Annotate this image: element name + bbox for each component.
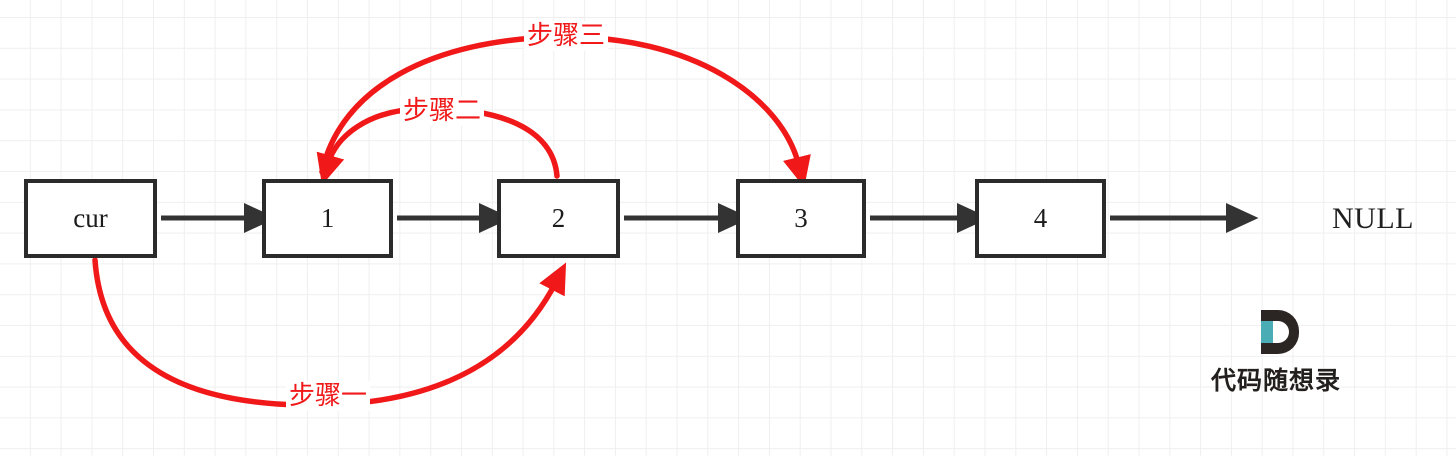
watermark-d-inner — [1272, 321, 1289, 343]
watermark-logo-icon — [1253, 310, 1299, 354]
watermark-text: 代码随想录 — [1210, 366, 1341, 395]
step-label-step1: 步骤一 — [286, 381, 371, 411]
node-label-3: 3 — [794, 203, 808, 233]
node-label-cur: cur — [73, 203, 108, 233]
node-box-1[interactable]: 1 — [262, 179, 393, 258]
node-box-3[interactable]: 3 — [736, 179, 866, 258]
node-box-2[interactable]: 2 — [497, 179, 620, 258]
step-label-step2: 步骤二 — [400, 96, 485, 126]
node-box-4[interactable]: 4 — [975, 179, 1106, 258]
step-label-step3: 步骤三 — [524, 21, 609, 51]
node-box-cur[interactable]: cur — [24, 179, 157, 258]
red-arrow-step3 — [319, 34, 811, 188]
watermark-teal-block — [1261, 321, 1273, 343]
null-terminator-label: NULL — [1332, 202, 1414, 235]
red-arrow-group — [92, 34, 811, 408]
node-label-2: 2 — [551, 203, 566, 233]
node-label-1: 1 — [320, 203, 335, 233]
watermark: 代码随想录 — [1196, 310, 1356, 400]
node-label-4: 4 — [1033, 203, 1048, 233]
